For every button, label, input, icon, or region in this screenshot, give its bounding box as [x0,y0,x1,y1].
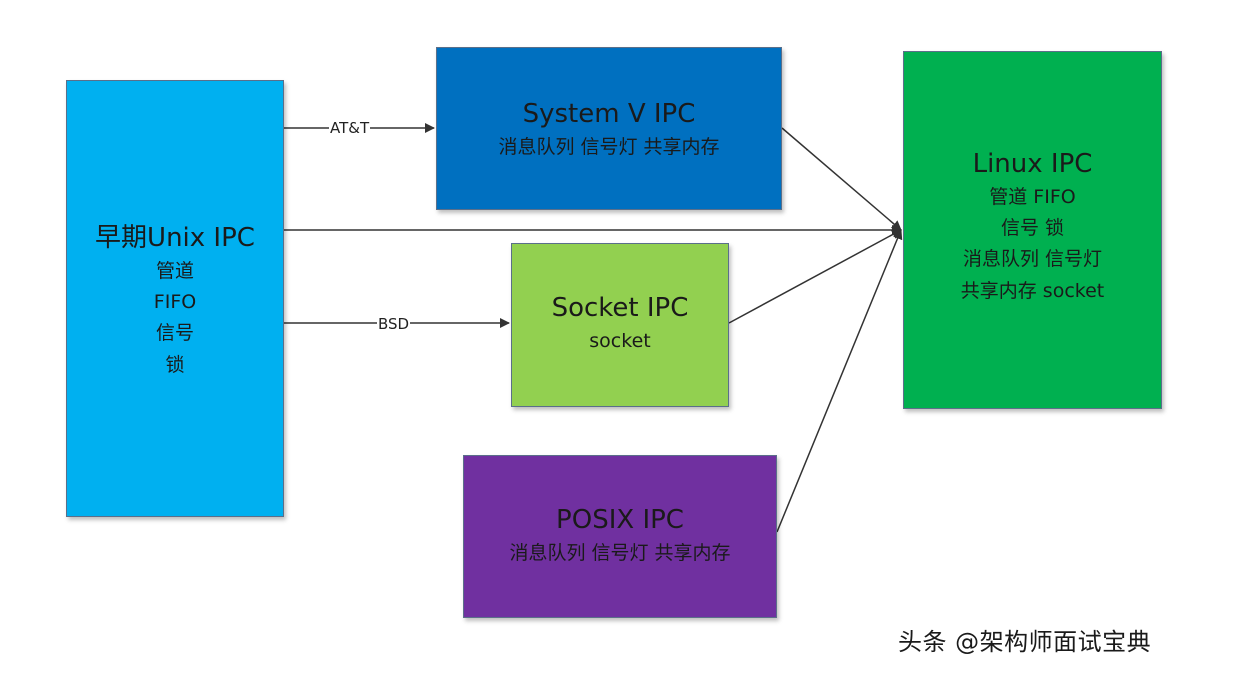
early-unix-ipc-title: 早期Unix IPC [95,222,255,253]
edge-posix-to-linux [776,229,903,533]
posix-ipc-box: POSIX IPC 消息队列 信号灯 共享内存 [463,455,777,618]
linux-ipc-title: Linux IPC [972,149,1093,179]
system-v-ipc-title: System V IPC [522,98,696,129]
edge-socket-to-linux [728,229,902,324]
posix-ipc-items: 消息队列 信号灯 共享内存 [509,541,731,564]
system-v-ipc-items: 消息队列 信号灯 共享内存 [498,135,720,158]
edge-label-att: AT&T [329,119,371,137]
system-v-ipc-box: System V IPC 消息队列 信号灯 共享内存 [436,47,782,210]
socket-ipc-box: Socket IPC socket [511,243,729,407]
linux-ipc-item: 信号 锁 [1000,217,1065,240]
early-unix-ipc-item: 管道 [155,259,194,282]
posix-ipc-title: POSIX IPC [556,504,684,535]
edge-label-bsd: BSD [377,315,411,333]
edge-sysv-to-linux [781,127,902,231]
early-unix-ipc-item: FIFO [153,291,197,314]
linux-ipc-item: 管道 FIFO [989,185,1076,208]
linux-ipc-item: 共享内存 socket [960,279,1105,302]
early-unix-ipc-item: 信号 [155,322,194,345]
linux-ipc-box: Linux IPC 管道 FIFO 信号 锁 消息队列 信号灯 共享内存 soc… [903,51,1162,409]
socket-ipc-title: Socket IPC [551,293,689,324]
early-unix-ipc-item: 锁 [165,353,185,376]
linux-ipc-item: 消息队列 信号灯 [962,248,1103,271]
watermark-text: 头条 @架构师面试宝典 [898,628,1152,656]
socket-ipc-items: socket [589,330,651,353]
early-unix-ipc-box: 早期Unix IPC 管道 FIFO 信号 锁 [66,80,284,517]
